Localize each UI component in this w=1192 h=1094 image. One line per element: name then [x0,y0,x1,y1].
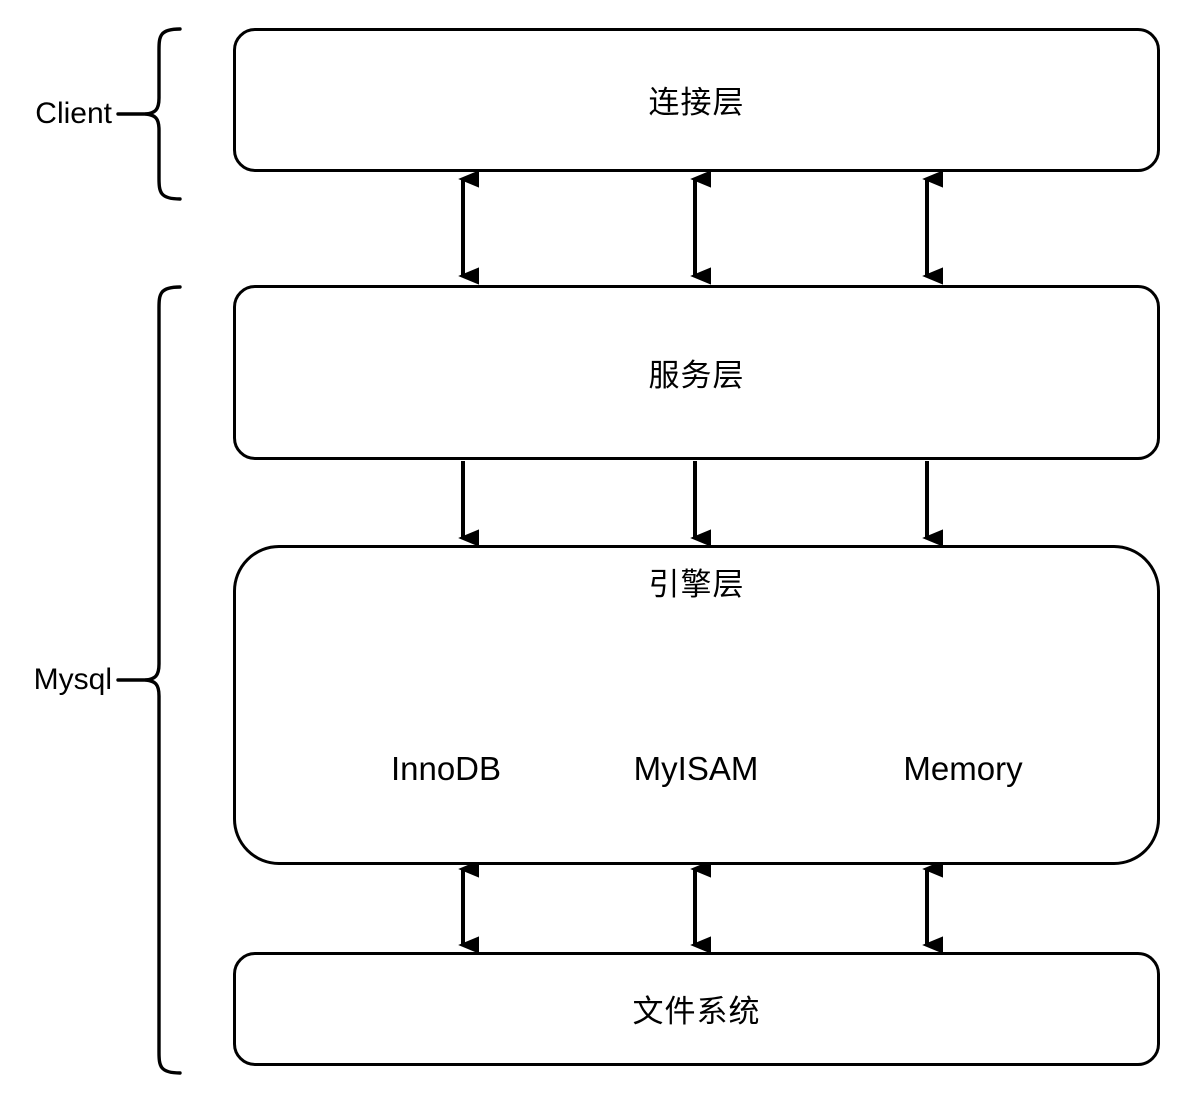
layer-label-service: 服务层 [648,358,745,393]
layer-box-file-system[interactable]: 文件系统 [233,952,1160,1066]
mysql-brace-icon [116,285,182,1075]
group-label-mysql: Mysql [33,663,112,696]
group-label-client: Client [35,97,112,130]
engine-label-innodb: InnoDB [390,750,502,787]
connector-connection-to-service [458,170,943,285]
layer-box-service[interactable]: 服务层 [233,285,1160,460]
layer-label-engine: 引擎层 [648,567,745,602]
layer-box-engine[interactable]: 引擎层 [233,545,1160,865]
layer-label-file-system: 文件系统 [632,994,761,1029]
layer-box-connection[interactable]: 连接层 [233,28,1160,172]
engine-label-myisam: MyISAM [633,750,759,787]
connector-engine-to-filesystem [458,860,943,954]
connector-service-to-engine [458,461,943,547]
client-brace-icon [116,27,182,201]
engine-label-memory: Memory [903,750,1023,787]
layer-label-connection: 连接层 [648,85,745,120]
